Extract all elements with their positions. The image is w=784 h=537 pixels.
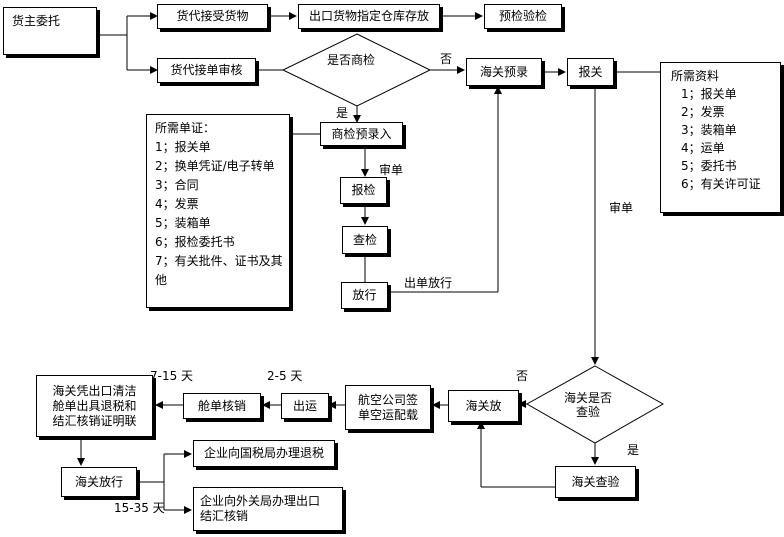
- commodity-inspection-diamond: [281, 33, 432, 107]
- required-materials-title: 所需资料: [671, 69, 720, 83]
- document-item: 5；装箱单: [155, 216, 211, 230]
- customs-check-box: 海关查验: [555, 466, 636, 498]
- label-yes-bottom: 是: [627, 443, 640, 457]
- material-item: 1；报关单: [681, 87, 737, 101]
- document-item: 他: [155, 273, 168, 287]
- customs-prerecord-box: 海关预录: [466, 58, 542, 86]
- precheck-box: 预检验检: [484, 4, 562, 29]
- release-box: 放行: [341, 282, 388, 309]
- required-documents-title: 所需单证：: [155, 121, 216, 135]
- document-item: 6；报检委托书: [155, 235, 235, 249]
- document-item: 2；换单凭证/电子转单: [155, 159, 275, 173]
- material-item: 3；装箱单: [681, 123, 737, 137]
- material-item: 6；有关许可证: [681, 177, 761, 191]
- customs-check-diamond-label: 海关是否 查验: [564, 391, 613, 419]
- label-yes-left: 是: [336, 106, 349, 120]
- warehouse-box: 出口货物指定仓库存放: [298, 4, 440, 29]
- inspection-apply-box: 报检: [340, 177, 387, 204]
- label-days-2-5: 2-5 天: [267, 369, 303, 383]
- customs-release-box: 海关放: [448, 390, 519, 422]
- ship-out-box: 出运: [281, 393, 329, 419]
- document-item: 3；合同: [155, 178, 199, 192]
- customs-check-diamond: [525, 365, 665, 444]
- required-materials-box: 所需资料 1；报关单 2；发票 3；装箱单 4；运单 5；委托书 6；有关许可证: [660, 62, 781, 213]
- tax-refund-box: 企业向国税局办理退税: [193, 440, 335, 467]
- document-item: 7；有关批件、证书及其: [155, 254, 283, 268]
- label-days-15-35: 15-35 天: [114, 501, 165, 515]
- label-no-bottom: 否: [516, 369, 529, 383]
- required-documents-box: 所需单证： 1；报关单 2；换单凭证/电子转单 3；合同 4；发票 5；装箱单 …: [146, 114, 290, 308]
- ciq-prerecord-box: 商检预录入: [320, 122, 403, 146]
- document-item: 4；发票: [155, 197, 199, 211]
- document-item: 1；报关单: [155, 140, 211, 154]
- label-review-2: 审单: [609, 201, 634, 215]
- shipper-box: 货主委托: [3, 7, 97, 55]
- diamond-label: 是否商检: [327, 53, 376, 67]
- declare-box: 报关: [567, 58, 614, 86]
- material-item: 4；运单: [681, 141, 725, 155]
- airline-box: 航空公司签 单空运配载: [345, 385, 431, 430]
- label-review-1: 审单: [379, 163, 404, 177]
- customs-pass-box: 海关放行: [61, 467, 137, 497]
- customs-cert-box: 海关凭出口清洁 舱单出具退税和 结汇核销证明联: [36, 375, 153, 437]
- label-release-doc: 出单放行: [404, 276, 453, 290]
- forwarder-review-box: 货代接单审核: [157, 58, 256, 83]
- forwarder-receive-box: 货代接受货物: [157, 4, 268, 29]
- label-days-7-15: 7-15 天: [150, 369, 194, 383]
- material-item: 2；发票: [681, 105, 725, 119]
- fx-verify-box: 企业向外关局办理出口 结汇核销: [193, 487, 343, 531]
- manifest-verify-box: 舱单核销: [183, 393, 261, 419]
- material-item: 5；委托书: [681, 159, 737, 173]
- label-no-top: 否: [440, 52, 453, 66]
- inspection-box: 查检: [342, 226, 388, 254]
